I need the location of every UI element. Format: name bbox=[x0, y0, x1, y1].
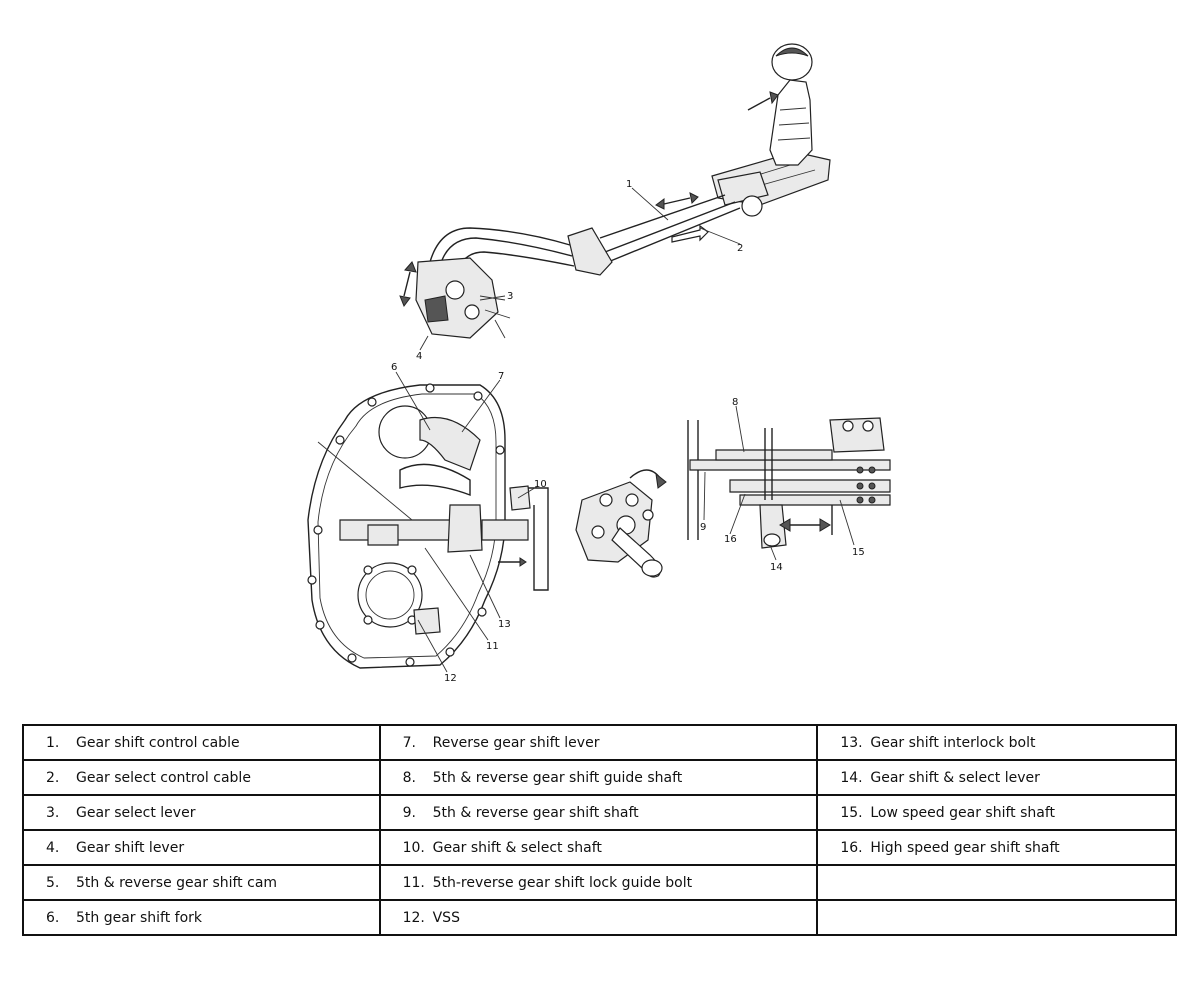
legend-cell: 14. Gear shift & select lever bbox=[816, 759, 1177, 796]
callout-7: 7 bbox=[498, 371, 504, 382]
legend-row: 4. Gear shift lever 10. Gear shift & select… bbox=[22, 829, 1177, 866]
shift-shafts bbox=[687, 417, 891, 549]
legend-number: 15. bbox=[840, 804, 863, 821]
legend-cell: 1. Gear shift control cable bbox=[22, 724, 381, 761]
legend-label: Gear shift lever bbox=[76, 839, 185, 856]
shift-cam bbox=[575, 469, 667, 578]
callout-16: 16 bbox=[724, 534, 737, 545]
legend-row: 6. 5th gear shift fork 12. VSS bbox=[22, 899, 1177, 936]
leader-lines bbox=[317, 187, 855, 673]
callout-14: 14 bbox=[770, 562, 783, 573]
legend-number: 13. bbox=[840, 734, 863, 751]
shift-cables bbox=[429, 194, 741, 277]
legend-cell: 8. 5th & reverse gear shift guide shaft bbox=[378, 759, 819, 796]
legend-cell: 16. High speed gear shift shaft bbox=[816, 829, 1177, 866]
legend-label: Low speed gear shift shaft bbox=[870, 804, 1056, 821]
legend-table: 1. Gear shift control cable 7. Reverse gear… bbox=[22, 724, 1177, 936]
legend-cell: 7. Reverse gear shift lever bbox=[378, 724, 819, 761]
legend-number: 5. bbox=[46, 874, 60, 891]
legend-number: 8. bbox=[402, 769, 416, 786]
legend-label: 5th & reverse gear shift shaft bbox=[432, 804, 639, 821]
legend-row: 2. Gear select control cable 8. 5th & rever… bbox=[22, 759, 1177, 796]
legend-row: 5. 5th & reverse gear shift cam 11. 5th-rev… bbox=[22, 864, 1177, 901]
callout-1: 1 bbox=[626, 179, 632, 190]
legend-label: Gear shift interlock bolt bbox=[870, 734, 1036, 751]
legend-label: 5th & reverse gear shift cam bbox=[76, 874, 278, 891]
legend-cell: 3. Gear select lever bbox=[22, 794, 381, 831]
legend-body: 1. Gear shift control cable 7. Reverse gear… bbox=[22, 724, 1177, 936]
legend-cell: 11. 5th-reverse gear shift lock guide bol… bbox=[378, 864, 819, 901]
callout-3: 3 bbox=[507, 291, 513, 302]
legend-label: Gear select lever bbox=[76, 804, 196, 821]
legend-label: 5th-reverse gear shift lock guide bolt bbox=[432, 874, 693, 891]
callout-4: 4 bbox=[416, 351, 422, 362]
diagram-svg: 1 2 3 4 6 7 8 9 10 11 12 13 14 15 16 bbox=[307, 43, 891, 684]
callout-13: 13 bbox=[498, 619, 511, 630]
callout-8: 8 bbox=[732, 397, 738, 408]
legend-cell: 6. 5th gear shift fork bbox=[22, 899, 381, 936]
legend-cell: 12. VSS bbox=[378, 899, 819, 936]
callout-2: 2 bbox=[737, 243, 743, 254]
legend-number: 14. bbox=[840, 769, 863, 786]
legend-cell bbox=[816, 899, 1177, 936]
legend-number: 9. bbox=[402, 804, 416, 821]
legend-cell: 9. 5th & reverse gear shift shaft bbox=[378, 794, 819, 831]
legend-number: 6. bbox=[46, 909, 60, 926]
legend-cell: 2. Gear select control cable bbox=[22, 759, 381, 796]
legend-label: Gear shift & select shaft bbox=[432, 839, 602, 856]
callout-11: 11 bbox=[486, 641, 499, 652]
legend-label: Gear shift & select lever bbox=[870, 769, 1040, 786]
callout-10: 10 bbox=[534, 479, 547, 490]
motion-arrows-top bbox=[655, 91, 779, 243]
legend-number: 4. bbox=[46, 839, 60, 856]
callout-9: 9 bbox=[700, 522, 706, 533]
legend-row: 3. Gear select lever 9. 5th & reverse gear … bbox=[22, 794, 1177, 831]
legend-label: Gear shift control cable bbox=[76, 734, 240, 751]
legend-cell: 15. Low speed gear shift shaft bbox=[816, 794, 1177, 831]
legend-label: Gear select control cable bbox=[76, 769, 251, 786]
callout-12: 12 bbox=[444, 673, 457, 684]
transaxle-case bbox=[307, 383, 549, 669]
legend-cell: 5. 5th & reverse gear shift cam bbox=[22, 864, 381, 901]
legend-cell: 4. Gear shift lever bbox=[22, 829, 381, 866]
callout-15: 15 bbox=[852, 547, 865, 558]
legend-number: 11. bbox=[402, 874, 425, 891]
legend-cell: 13. Gear shift interlock bolt bbox=[816, 724, 1177, 761]
legend-label: 5th & reverse gear shift guide shaft bbox=[432, 769, 683, 786]
legend-number: 16. bbox=[840, 839, 863, 856]
legend-number: 12. bbox=[402, 909, 425, 926]
callout-6: 6 bbox=[391, 362, 397, 373]
legend-number: 1. bbox=[46, 734, 60, 751]
legend-label: High speed gear shift shaft bbox=[870, 839, 1060, 856]
legend-number: 3. bbox=[46, 804, 60, 821]
legend-number: 2. bbox=[46, 769, 60, 786]
legend-row: 1. Gear shift control cable 7. Reverse gear… bbox=[22, 724, 1177, 761]
legend-label: 5th gear shift fork bbox=[76, 909, 203, 926]
gearshift-diagram: 1 2 3 4 6 7 8 9 10 11 12 13 14 15 16 bbox=[307, 43, 891, 684]
legend-number: 7. bbox=[402, 734, 416, 751]
legend-label: Reverse gear shift lever bbox=[432, 734, 600, 751]
shift-lever-assembly bbox=[711, 43, 831, 217]
legend-number: 10. bbox=[402, 839, 425, 856]
callout-labels: 1 2 3 4 6 7 8 9 10 11 12 13 14 15 16 bbox=[391, 179, 865, 684]
transaxle-levers bbox=[399, 257, 511, 339]
legend-label: VSS bbox=[432, 909, 460, 926]
legend-cell bbox=[816, 864, 1177, 901]
legend-cell: 10. Gear shift & select shaft bbox=[378, 829, 819, 866]
